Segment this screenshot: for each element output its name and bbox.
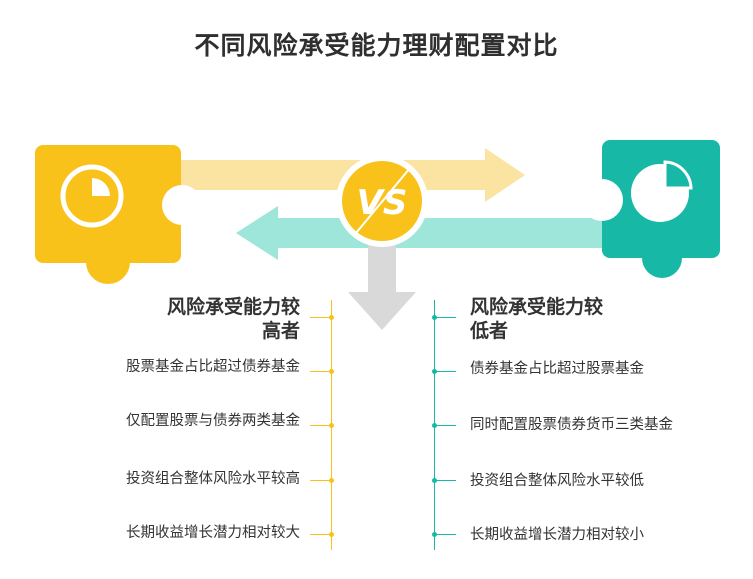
left-item: 长期收益增长潜力相对较大: [126, 525, 300, 541]
left-item: 投资组合整体风险水平较高: [126, 471, 300, 487]
left-tick: [310, 317, 332, 318]
right-tick: [434, 480, 456, 481]
right-dot: [432, 532, 437, 537]
left-dot: [329, 369, 334, 374]
left-column: 风险承受能力较 高者 股票基金占比超过债券基金 仅配置股票与债券两类基金 投资组…: [60, 295, 300, 541]
left-dot: [329, 478, 334, 483]
left-item: 仅配置股票与债券两类基金: [126, 413, 300, 429]
arrow-down-gray: [348, 240, 416, 330]
right-heading-line2: 低者: [470, 320, 509, 342]
left-tick: [310, 480, 332, 481]
right-tick: [434, 425, 456, 426]
page-title: 不同风险承受能力理财配置对比: [194, 31, 559, 60]
puzzle-piece-left: [35, 145, 202, 284]
right-tick: [434, 371, 456, 372]
left-tick: [310, 534, 332, 535]
right-heading-line1: 风险承受能力较: [470, 296, 604, 318]
right-dot: [432, 478, 437, 483]
right-column: 风险承受能力较 低者 债券基金占比超过股票基金 同时配置股票债券货币三类基金 投…: [470, 295, 720, 543]
left-heading-line1: 风险承受能力较: [166, 296, 300, 318]
right-item: 债券基金占比超过股票基金: [470, 361, 644, 377]
vs-badge: VS: [336, 155, 428, 247]
pie-chart-icon: [60, 164, 124, 228]
right-item: 长期收益增长潜力相对较小: [470, 527, 644, 543]
left-dot: [329, 423, 334, 428]
left-tick: [310, 425, 332, 426]
right-item: 投资组合整体风险水平较低: [470, 473, 644, 489]
right-tick: [434, 534, 456, 535]
vs-label: VS: [357, 183, 408, 223]
left-tick: [310, 371, 332, 372]
pie-chart-icon: [631, 160, 693, 222]
right-tick: [434, 317, 456, 318]
arrow-left-light: [236, 206, 615, 260]
left-item: 股票基金占比超过债券基金: [126, 359, 300, 375]
right-item: 同时配置股票债券货币三类基金: [470, 417, 673, 433]
right-dot: [432, 423, 437, 428]
right-dot: [432, 369, 437, 374]
right-dot: [432, 315, 437, 320]
arrow-right-light: [150, 148, 525, 202]
left-dot: [329, 315, 334, 320]
left-heading-line2: 高者: [261, 320, 300, 342]
left-dot: [329, 532, 334, 537]
